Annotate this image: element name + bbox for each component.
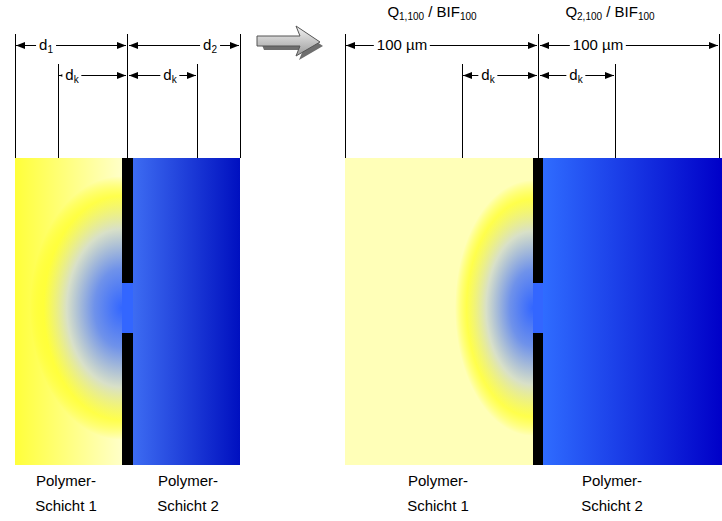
layer-name: Polymer-Schicht 2 <box>573 468 651 518</box>
dimension-label: dk <box>566 66 585 84</box>
layer-name: Polymer-Schicht 1 <box>399 468 477 518</box>
dimension-label: dk <box>62 66 81 84</box>
flux-label: Q2,100 / BIF100 <box>562 3 657 21</box>
dimension-label: 100 µm <box>570 36 626 54</box>
right-layers <box>345 158 722 465</box>
dimension-label: dk <box>478 66 497 84</box>
left-layers <box>15 158 240 465</box>
layer-name: Polymer-Schicht 1 <box>27 468 105 518</box>
dimension-label: d1 <box>36 36 56 54</box>
layer-name: Polymer-Schicht 2 <box>149 468 227 518</box>
dimension-label: d2 <box>200 36 220 54</box>
dimension-ticks <box>16 34 720 158</box>
dimension-label: 100 µm <box>374 36 430 54</box>
dimension-label: dk <box>160 66 179 84</box>
transition-arrow <box>257 26 323 60</box>
flux-label: Q1,100 / BIF100 <box>384 3 479 21</box>
